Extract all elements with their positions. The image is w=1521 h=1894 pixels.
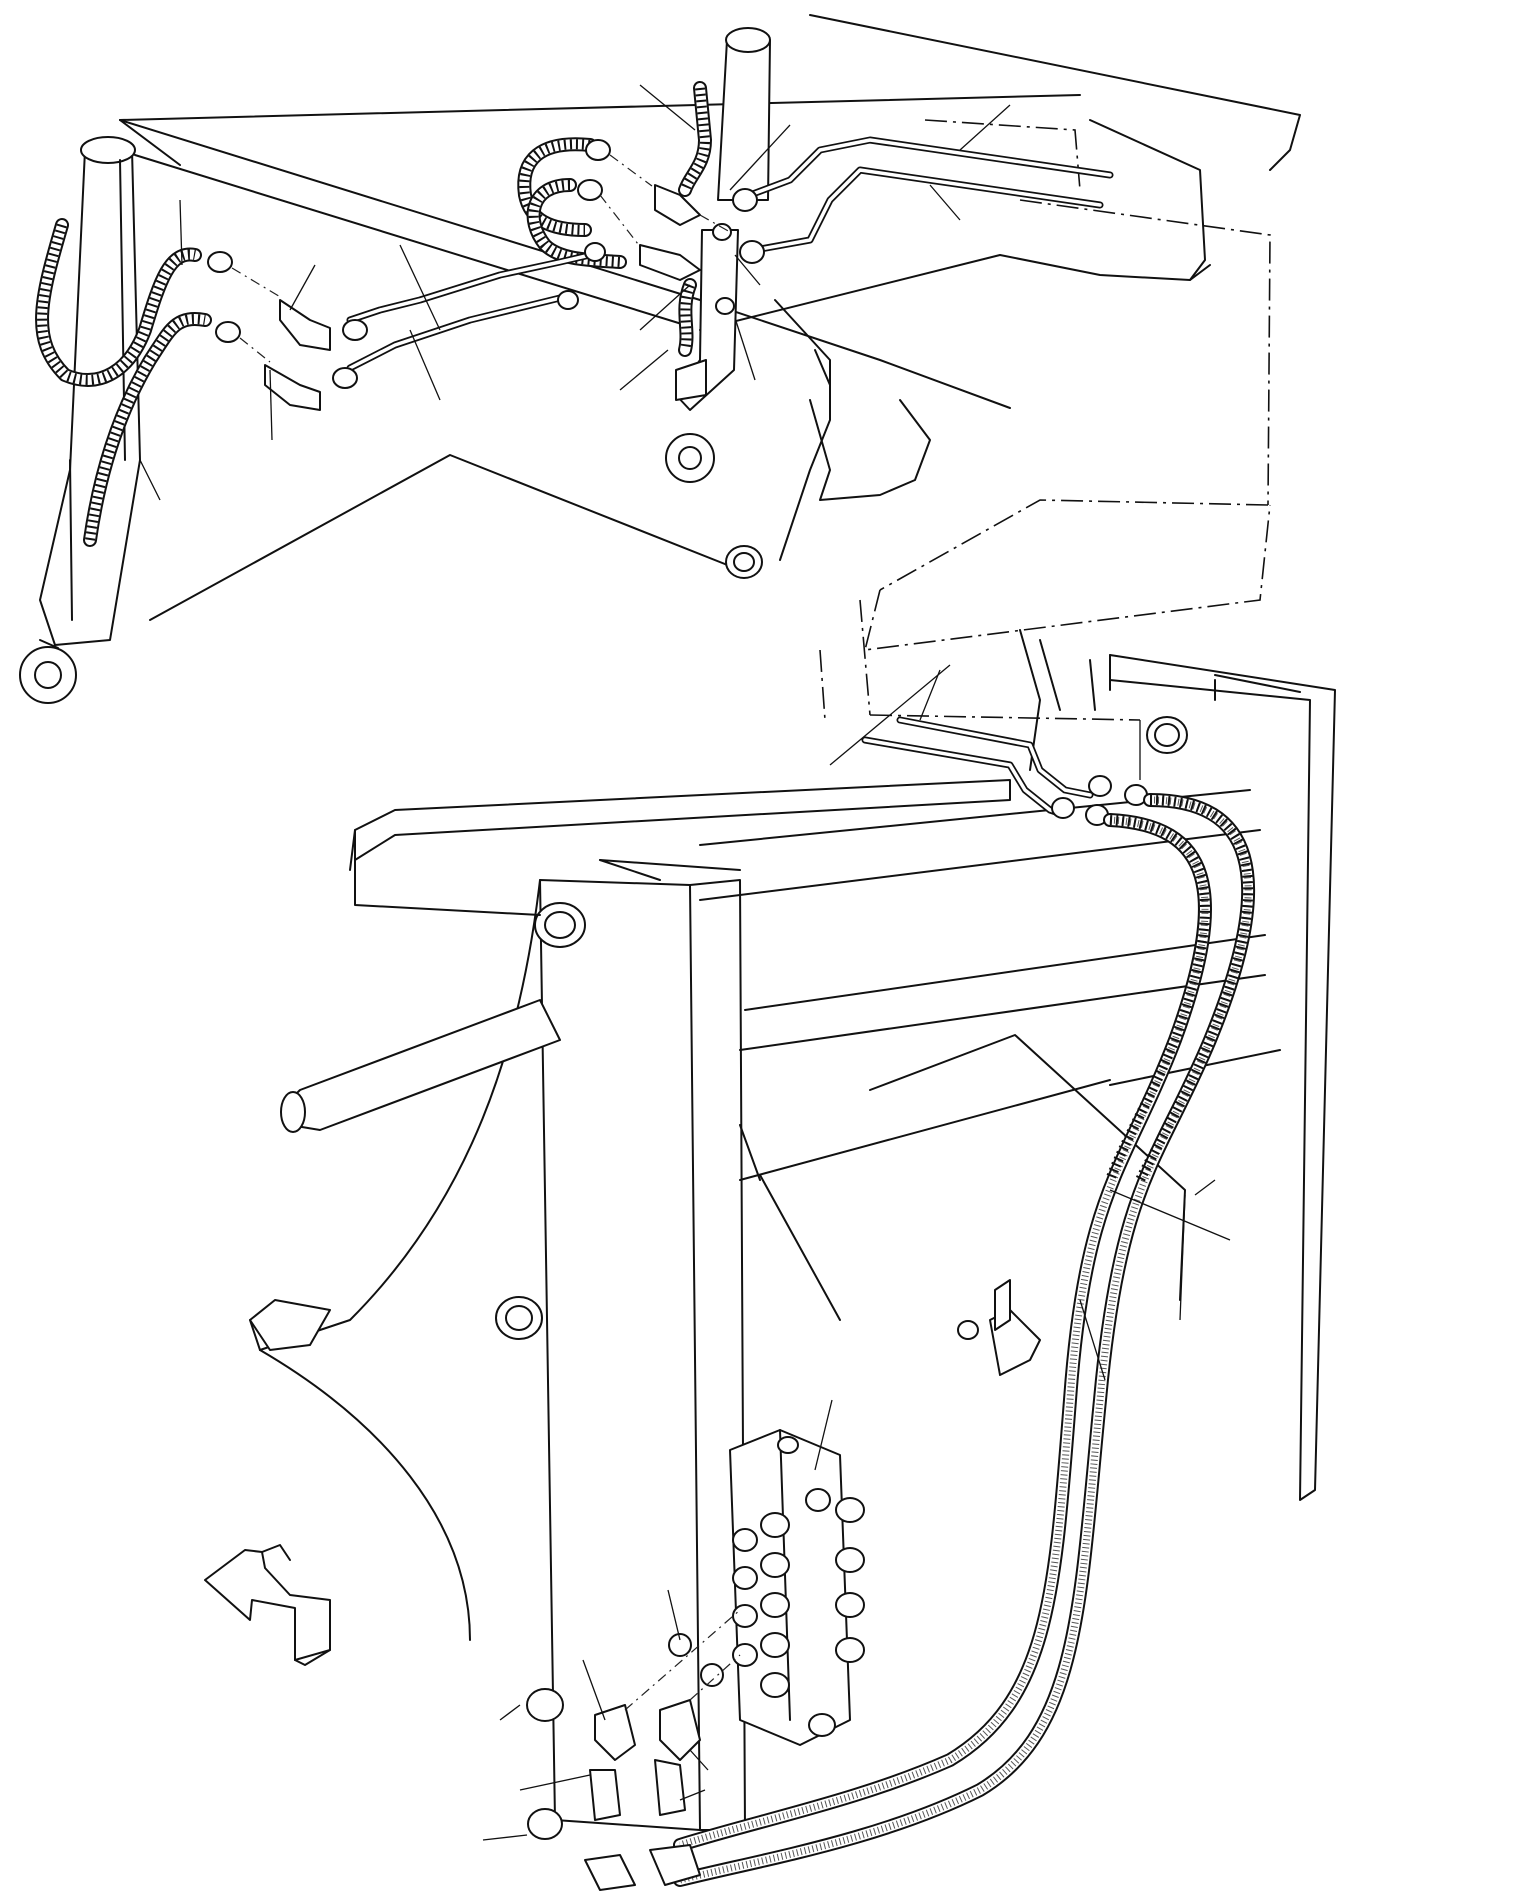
lower-phantom-outline [819,599,1141,721]
lower-frame [249,629,1336,1831]
upper-frame [119,14,1301,621]
upper-hoses [35,81,712,547]
valve-ports [732,1488,865,1737]
upper-assembly-lines [231,154,731,363]
front-direction-arrow [204,1544,331,1666]
hose-clamp-bracket [957,1279,1041,1376]
left-lift-cylinder [19,136,141,704]
lower-fittings [526,1633,724,1891]
lower-leader-lines [482,664,1231,1841]
upper-leader-lines [139,84,1011,501]
upper-phantom-outline [863,119,1271,651]
upper-steel-pipes [346,136,1114,372]
lower-steel-pipes [861,716,1148,826]
lower-hoses [673,793,1256,1887]
control-valve [729,1429,865,1746]
lower-assembly-lines [624,1609,741,1711]
upper-fittings [207,139,765,411]
